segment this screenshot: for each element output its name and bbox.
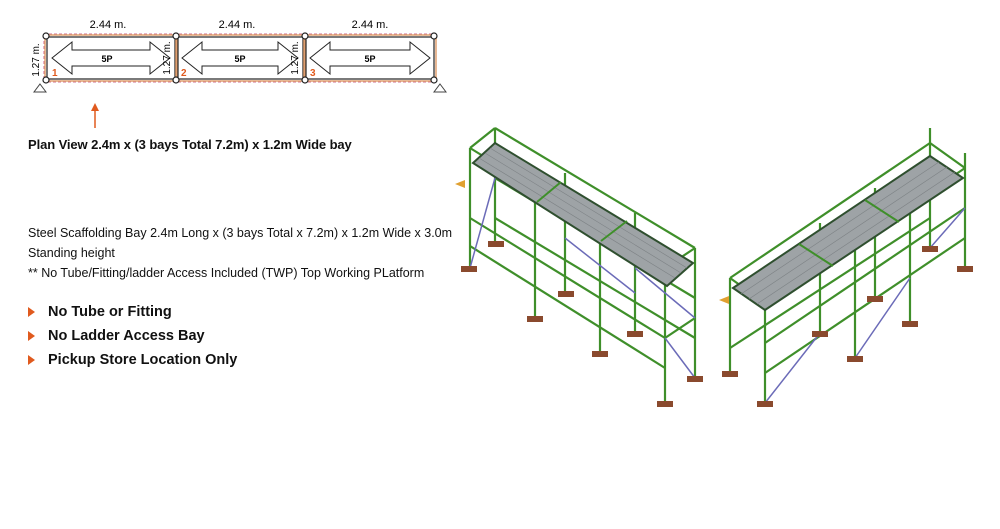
plan-caption: Plan View 2.4m x (3 bays Total 7.2m) x 1…	[28, 137, 352, 152]
bay-number-2: 2	[181, 68, 187, 79]
platform-arrow-3	[309, 40, 431, 76]
bullet-triangle-icon	[28, 307, 35, 317]
feature-item: No Tube or Fitting	[28, 300, 237, 324]
platform-label-2: 5P	[234, 54, 245, 64]
bay-width-label-2: 2.44 m.	[219, 19, 256, 31]
access-arrow-icon	[91, 103, 99, 128]
standard-markers	[42, 32, 438, 84]
product-description: Steel Scaffolding Bay 2.4m Long x (3 bay…	[28, 223, 468, 283]
plan-view-diagram: 2.44 m. 2.44 m. 2.44 m. 5P 5P 5P 1.27 m.…	[31, 19, 447, 128]
platform-label-3: 5P	[364, 54, 375, 64]
feature-text: Pickup Store Location Only	[48, 352, 238, 368]
feature-text: No Ladder Access Bay	[48, 328, 205, 344]
description-line-1: Steel Scaffolding Bay 2.4m Long x (3 bay…	[28, 226, 453, 260]
feature-list: No Tube or Fitting No Ladder Access Bay …	[28, 300, 237, 372]
bullet-triangle-icon	[28, 355, 35, 365]
bay-depth-label-2: 1.27 m.	[162, 41, 173, 74]
feature-item: No Ladder Access Bay	[28, 324, 237, 348]
feature-text: No Tube or Fitting	[48, 304, 172, 320]
scaffold-isometric-right	[719, 128, 973, 407]
bay-number-3: 3	[310, 68, 316, 79]
support-left-icon	[33, 83, 47, 93]
feature-item: Pickup Store Location Only	[28, 348, 237, 372]
platform-arrow-2	[181, 40, 299, 76]
platform-label-1: 5P	[101, 54, 112, 64]
support-right-icon	[433, 83, 447, 93]
bay-depth-label-3: 1.27 m.	[290, 41, 301, 74]
bay-depth-label-1: 1.27 m.	[31, 43, 42, 76]
bullet-triangle-icon	[28, 331, 35, 341]
bay-number-1: 1	[52, 68, 58, 79]
description-line-2: ** No Tube/Fitting/ladder Access Include…	[28, 266, 425, 280]
scaffold-isometric-left	[455, 127, 703, 407]
bay-width-label-3: 2.44 m.	[352, 19, 389, 31]
bay-width-label-1: 2.44 m.	[90, 19, 127, 31]
platform-arrow-1	[51, 40, 171, 76]
